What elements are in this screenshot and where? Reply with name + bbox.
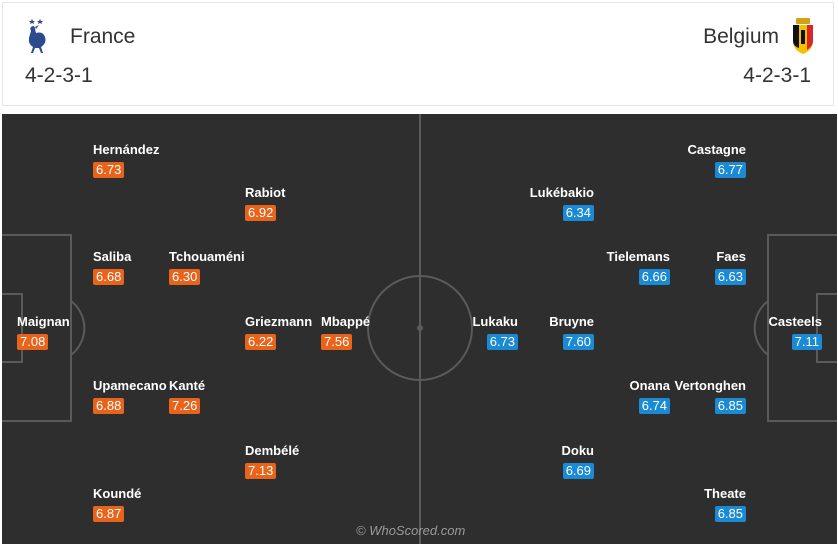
player-name: Doku — [561, 443, 595, 458]
player-name: Bruyne — [549, 314, 594, 329]
player-rating: 6.92 — [245, 205, 277, 221]
player-name: Hernández — [93, 142, 160, 157]
player-rating: 6.87 — [93, 506, 125, 522]
player-name: Rabiot — [245, 185, 286, 200]
player-rating: 6.73 — [93, 162, 125, 178]
rooster-crest-icon — [28, 19, 46, 53]
match-header: France 4-2-3-1 Belgium 4-2-3-1 — [2, 2, 834, 106]
player-rating: 6.77 — [714, 162, 746, 178]
player-name: Lukaku — [472, 314, 518, 329]
player-rating: 6.88 — [93, 398, 125, 414]
player-name: Tchouaméni — [169, 249, 245, 264]
player-name: Casteels — [768, 314, 822, 329]
player-name: Upamecano — [93, 378, 167, 393]
player-rating: 6.85 — [714, 506, 746, 522]
player-rating: 7.60 — [562, 334, 594, 350]
player-rating: 6.68 — [93, 269, 125, 285]
player-name: Mbappé — [321, 314, 371, 329]
player-rating: 6.74 — [638, 398, 670, 414]
player-name: Saliba — [93, 249, 132, 264]
player-name: Koundé — [93, 486, 142, 501]
player-name: Dembélé — [245, 443, 300, 458]
player-name: Vertonghen — [674, 378, 746, 393]
player-name: Griezmann — [245, 314, 313, 329]
pitch: Hernández 6.73 Rabiot 6.92 Saliba 6.68 T… — [2, 114, 837, 544]
player-rating: 6.73 — [486, 334, 518, 350]
player-rating: 6.34 — [562, 205, 594, 221]
player-name: Theate — [704, 486, 746, 501]
player-name: Kanté — [169, 378, 206, 393]
player-rating: 6.22 — [245, 334, 277, 350]
lion-crest-icon — [793, 18, 813, 54]
away-team-name[interactable]: Belgium — [703, 25, 779, 48]
pitch-markings — [2, 114, 837, 544]
away-formation: 4-2-3-1 — [743, 64, 811, 87]
player-rating: 6.69 — [562, 463, 594, 479]
player-rating: 7.08 — [17, 334, 49, 350]
player-name: Castagne — [687, 142, 746, 157]
player-rating: 7.26 — [169, 398, 201, 414]
player-rating: 6.63 — [714, 269, 746, 285]
player-rating: 7.11 — [791, 334, 822, 350]
home-formation: 4-2-3-1 — [25, 64, 93, 87]
player-rating: 7.13 — [245, 463, 277, 479]
player-name: Faes — [716, 249, 746, 264]
watermark: © WhoScored.com — [356, 523, 466, 538]
player-name: Onana — [629, 378, 670, 393]
player-name: Tielemans — [606, 249, 670, 264]
player-rating: 7.56 — [321, 334, 353, 350]
player-name: Lukébakio — [529, 185, 594, 200]
player-rating: 6.85 — [714, 398, 746, 414]
player-rating: 6.30 — [169, 269, 201, 285]
player-rating: 6.66 — [638, 269, 670, 285]
home-team-name[interactable]: France — [70, 25, 136, 48]
player-name: Maignan — [17, 314, 70, 329]
